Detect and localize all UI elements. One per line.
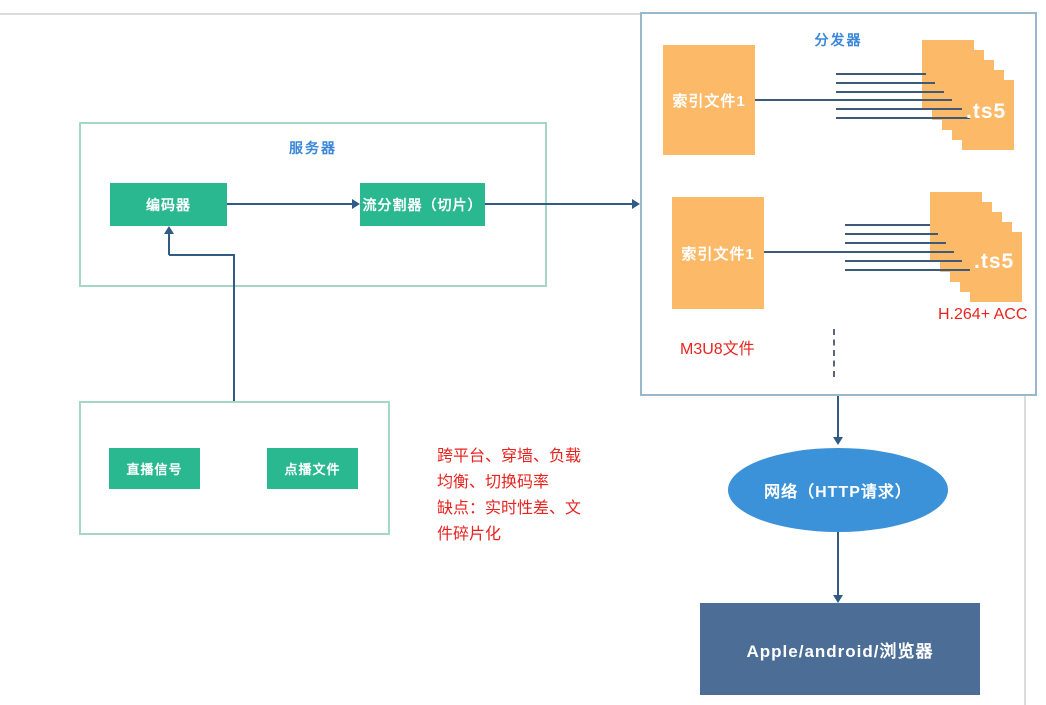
segment-line <box>845 269 970 271</box>
connector-source-horizontal <box>169 254 235 256</box>
note-line: 均衡、切换码率 <box>437 474 550 491</box>
index-file-node: 索引文件1 <box>663 45 755 155</box>
segment-line-main <box>764 251 954 253</box>
segment-line <box>836 117 970 119</box>
distributor-panel-label: 分发器 <box>814 32 863 48</box>
encoder-node: 编码器 <box>110 183 227 226</box>
segment-line <box>836 73 926 75</box>
segment-line <box>845 242 946 244</box>
arrowhead-up-icon <box>164 226 174 234</box>
connector-distributor-network <box>837 396 839 438</box>
arrowhead-down-icon <box>833 437 843 445</box>
ts-card <box>930 192 982 262</box>
network-node: 网络（HTTP请求） <box>728 448 948 532</box>
connector-splitter-distributor <box>485 203 633 205</box>
segment-line <box>845 233 938 235</box>
index-file-node: 索引文件1 <box>672 197 764 309</box>
connector-network-client <box>837 532 839 596</box>
segment-line <box>836 108 962 110</box>
segment-line-main <box>755 99 952 101</box>
distributor-panel: 分发器 <box>640 12 1037 396</box>
arrowhead-right-icon <box>352 199 360 209</box>
segment-line <box>836 82 935 84</box>
codec-label: H.264+ ACC <box>938 306 1028 323</box>
annotation-notes: 跨平台、穿墙、负载 均衡、切换码率 缺点：实时性差、文 件碎片化 <box>437 444 581 548</box>
connector-source-vertical <box>233 255 235 401</box>
connector-source-stub <box>168 233 170 255</box>
source-panel <box>79 401 390 535</box>
segment-line <box>845 260 962 262</box>
ts-stack-label: .ts5 <box>974 250 1015 273</box>
note-line: 件碎片化 <box>437 526 502 543</box>
connector-encoder-splitter <box>227 203 353 205</box>
client-node: Apple/android/浏览器 <box>700 603 980 695</box>
vod-file-node: 点播文件 <box>267 448 358 489</box>
page-divider-right <box>1024 396 1026 705</box>
ts-stack-label: .ts5 <box>966 100 1007 123</box>
server-panel-label: 服务器 <box>289 140 337 156</box>
arrowhead-down-icon <box>833 595 843 603</box>
page-divider-top <box>0 13 640 15</box>
note-line: 缺点：实时性差、文 <box>437 500 582 517</box>
more-items-dots <box>833 329 835 377</box>
m3u8-label: M3U8文件 <box>680 341 755 358</box>
splitter-node: 流分割器（切片） <box>360 183 485 226</box>
live-signal-node: 直播信号 <box>109 448 200 489</box>
note-line: 跨平台、穿墙、负载 <box>437 448 582 465</box>
segment-line <box>845 224 930 226</box>
ts-card <box>922 40 974 110</box>
segment-line <box>836 91 944 93</box>
arrowhead-right-icon <box>632 199 640 209</box>
